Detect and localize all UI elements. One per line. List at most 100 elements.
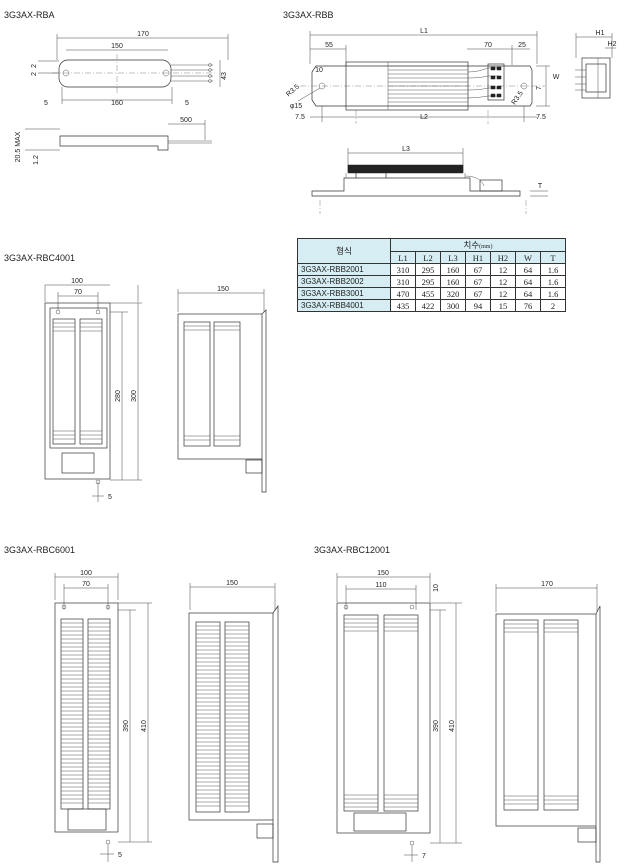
dim-rbc12001-410: 410: [449, 720, 456, 732]
dim-rba-43: 43: [221, 72, 228, 80]
table-cell: 15: [490, 299, 516, 312]
dim-rbb-l2: L2: [420, 114, 428, 121]
drawing-rbc12001: 150 110 10 390 410 7 170: [336, 570, 601, 863]
dim-rbc6001-410: 410: [141, 720, 148, 732]
table-col-t: T: [540, 251, 566, 264]
table-cell-model: 3G3AX-RBB3001: [297, 287, 391, 300]
dim-rbc12001-110: 110: [375, 582, 386, 589]
table-cell: 160: [440, 263, 466, 276]
table-cell: 64: [515, 287, 541, 300]
dim-rbb-l1: L1: [420, 28, 428, 35]
table-cell: 422: [415, 299, 441, 312]
dim-rbb-w: W: [553, 74, 560, 81]
table-cell: 470: [390, 287, 416, 300]
dim-rbc6001-390: 390: [123, 720, 130, 732]
table-cell: 300: [440, 299, 466, 312]
dim-rbb-25: 25: [518, 42, 526, 49]
table-cell: 295: [415, 263, 441, 276]
dim-rbb-t: T: [538, 183, 543, 190]
dim-rbb-75r: 7.5: [536, 114, 546, 121]
table-cell: 76: [515, 299, 541, 312]
title-rbc4001: 3G3AX-RBC4001: [4, 253, 76, 263]
dim-rbc4001-300: 300: [131, 390, 138, 402]
table-col-l1: L1: [390, 251, 416, 264]
table-row: 3G3AX-RBB2001 310 295 160 67 12 64 1.6: [297, 263, 566, 276]
dim-rbc4001-70: 70: [74, 289, 82, 296]
table-cell: 310: [390, 263, 416, 276]
table-cell: 64: [515, 263, 541, 276]
dim-rba-500: 500: [180, 117, 192, 124]
table-cell: 67: [465, 287, 491, 300]
dim-rbc6001-70: 70: [82, 581, 90, 588]
table-cell: 12: [490, 287, 516, 300]
dim-rbc6001-5: 5: [118, 852, 122, 859]
table-cell: 435: [390, 299, 416, 312]
dim-rba-2b: 2: [31, 64, 38, 68]
title-rbc12001: 3G3AX-RBC12001: [314, 545, 391, 555]
spec-table: 형식 치수(mm) L1 L2 L3 H1 H2 W T 3G3AX-RBB20…: [297, 238, 566, 312]
dim-rba-5r: 5: [185, 100, 189, 107]
table-cell: 12: [490, 275, 516, 288]
dim-rbc4001-150: 150: [217, 286, 229, 293]
dim-rba-205: 20.5 MAX: [15, 131, 22, 162]
table-cell: 320: [440, 287, 466, 300]
dim-rba-160: 160: [111, 100, 123, 107]
table-cell-model: 3G3AX-RBB2002: [297, 275, 391, 288]
dim-rbc12001-390: 390: [433, 720, 440, 732]
dim-rbb-55: 55: [325, 42, 333, 49]
table-cell: 455: [415, 287, 441, 300]
dim-rbc12001-7: 7: [422, 853, 426, 860]
dim-rba-150: 150: [111, 43, 123, 50]
table-row: 3G3AX-RBB3001 470 455 320 67 12 64 1.6: [297, 287, 566, 300]
dim-rbc6001-100: 100: [80, 570, 92, 577]
dim-rbb-7: 7: [536, 86, 543, 90]
table-cell: 94: [465, 299, 491, 312]
table-col-l3: L3: [440, 251, 466, 264]
dim-rbc12001-150: 150: [377, 570, 389, 577]
table-cell: 67: [465, 275, 491, 288]
drawing-rbc6001: 100 70 390 410 5 150: [54, 570, 279, 863]
table-cell: 64: [515, 275, 541, 288]
table-cell: 1.6: [540, 263, 566, 276]
dim-rbb-r35: R3.5: [285, 83, 301, 98]
dim-rbc4001-5: 5: [108, 494, 112, 501]
table-cell: 2: [540, 299, 566, 312]
dim-rbc4001-100: 100: [71, 278, 83, 285]
title-rba: 3G3AX-RBA: [4, 10, 55, 20]
table-cell: 12: [490, 263, 516, 276]
table-header-dims-label: 치수: [463, 240, 480, 250]
dim-rbb-10: 10: [315, 67, 323, 74]
table-col-h1: H1: [465, 251, 491, 264]
table-col-h2: H2: [490, 251, 516, 264]
table-row: 3G3AX-RBB4001 435 422 300 94 15 76 2: [297, 299, 566, 312]
table-cell: 295: [415, 275, 441, 288]
dim-rbc12001-10: 10: [433, 584, 440, 592]
table-header-dims: 치수(mm): [390, 238, 566, 252]
drawing-rba: 170 150 43 2 2 160 5 5 500 20.5 MAX 1.2: [15, 31, 229, 165]
table-header-dims-unit: (mm): [479, 244, 493, 250]
dim-rbb-h1: H1: [596, 30, 605, 37]
dim-rbb-r35b: R3.5: [511, 90, 525, 106]
dim-rbc4001-280: 280: [115, 390, 122, 402]
drawing-rbc4001: 100 70 280 300 5 150: [44, 278, 267, 502]
table-cell: 67: [465, 263, 491, 276]
title-rbc6001: 3G3AX-RBC6001: [4, 545, 76, 555]
table-cell: 160: [440, 275, 466, 288]
table-cell: 310: [390, 275, 416, 288]
vent-lines-rbc6001: [61, 622, 110, 804]
table-col-w: W: [515, 251, 541, 264]
dim-rbb-l3: L3: [402, 146, 410, 153]
drawing-rbb: L1 55 70 25 W 7 R3.5 R3.5 10 φ15 7.5 L2 …: [285, 28, 617, 214]
dim-rbc6001-150: 150: [226, 580, 238, 587]
table-cell: 1.6: [540, 275, 566, 288]
table-col-l2: L2: [415, 251, 441, 264]
dim-rbc12001-170: 170: [541, 581, 553, 588]
table-row: 3G3AX-RBB2002 310 295 160 67 12 64 1.6: [297, 275, 566, 288]
table-cell: 1.6: [540, 287, 566, 300]
table-header-model: 형식: [297, 238, 391, 264]
table-cell-model: 3G3AX-RBB4001: [297, 299, 391, 312]
dim-rbb-h2: H2: [608, 41, 617, 48]
dim-rba-2: 2: [31, 72, 38, 76]
title-rbb: 3G3AX-RBB: [283, 10, 334, 20]
dim-rba-12: 1.2: [33, 155, 40, 165]
